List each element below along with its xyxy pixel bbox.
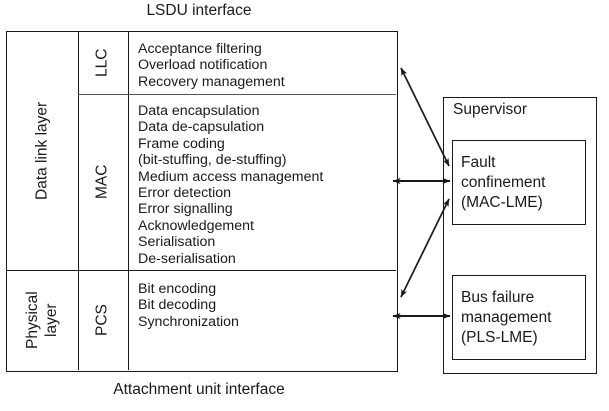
table-row-divider-dll-phy	[7, 270, 396, 271]
mac-service-item: De-serialisation	[138, 250, 236, 267]
supervisor-title: Supervisor	[453, 101, 528, 118]
sublayer-label-pcs: PCS	[93, 304, 111, 337]
mac-service-item: Frame coding	[138, 135, 225, 152]
pcs-service-item: Synchronization	[138, 313, 239, 330]
protocol-layer-table	[6, 31, 398, 372]
mac-service-item: Serialisation	[138, 234, 216, 251]
mac-service-item: Data encapsulation	[138, 103, 260, 119]
table-row-divider-llc-mac	[78, 94, 396, 95]
mac-service-item: Data de-capsulation	[138, 119, 265, 136]
fault-confinement-box: Fault confinement (MAC-LME)	[452, 140, 586, 225]
table-col-divider-1	[78, 32, 79, 370]
llc-service-item: Acceptance filtering	[138, 41, 262, 57]
arrow-pcs-to-fault-confinement	[400, 198, 450, 298]
mac-service-item: Error signalling	[138, 201, 233, 218]
table-col-divider-2	[128, 32, 129, 370]
mac-service-item: Error detection	[138, 185, 232, 202]
sublayer-label-llc: LLC	[93, 48, 111, 78]
lsdu-interface-caption: LSDU interface	[146, 2, 252, 19]
bus-failure-management-box: Bus failure management (PLS-LME)	[452, 275, 586, 360]
arrow-llc-to-fault-confinement	[400, 67, 450, 167]
layer-label-data-link: Data link layer	[33, 101, 51, 201]
pcs-service-item: Bit decoding	[138, 297, 217, 314]
layer-label-physical: Physical layer	[24, 291, 60, 350]
pcs-service-item: Bit encoding	[138, 281, 217, 297]
sublayer-label-mac: MAC	[93, 164, 111, 200]
bus-failure-management-label: Bus failure management (PLS-LME)	[461, 288, 552, 346]
llc-service-item: Recovery management	[138, 73, 285, 90]
fault-confinement-label: Fault confinement (MAC-LME)	[461, 153, 546, 211]
mac-service-item: (bit-stuffing, de-stuffing)	[138, 152, 287, 169]
mac-service-item: Medium access management	[138, 168, 324, 185]
mac-service-item: Acknowledgement	[138, 217, 254, 234]
llc-service-item: Overload notification	[138, 57, 268, 74]
attachment-unit-interface-caption: Attachment unit interface	[113, 381, 285, 398]
